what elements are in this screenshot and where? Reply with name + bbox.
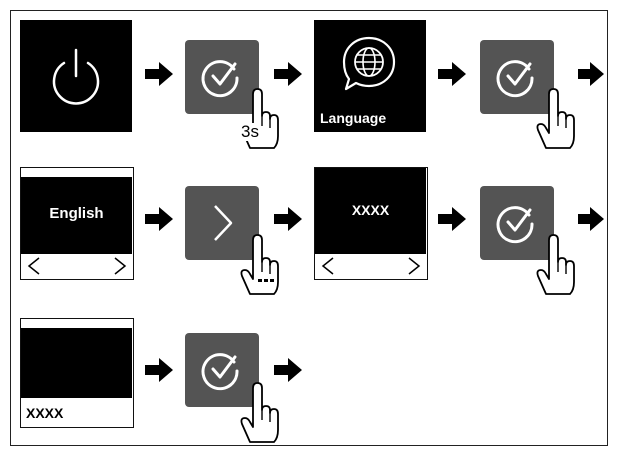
check-icon [201,353,239,391]
language-value: English [49,205,104,222]
hold-duration-label: 3s [240,122,260,141]
arrow-right-icon [274,207,302,231]
confirm-button[interactable] [185,333,259,407]
check-icon [496,60,534,98]
hand-pointer-icon [536,88,575,149]
globe-icon [342,36,396,91]
result-value: XXXX [26,405,64,421]
arrow-right-icon [274,62,302,86]
check-icon [496,206,534,244]
result-display [21,328,132,398]
arrow-right-icon [145,62,173,86]
chevron-right-icon[interactable] [113,256,127,276]
arrow-right-icon [578,62,604,86]
arrow-right-icon [145,207,173,231]
option-select-display: XXXX [315,168,426,254]
option-select-screen: XXXX [314,167,428,280]
power-screen [20,20,132,132]
chevron-right-icon[interactable] [407,256,421,276]
arrow-right-icon [578,207,604,231]
hand-pointer-icon [536,234,575,295]
confirm-button[interactable] [185,40,259,114]
language-select-screen: English [20,167,134,280]
confirm-button[interactable] [480,186,554,260]
hand-pointer-icon [240,234,279,295]
power-icon [52,48,100,105]
hand-pointer-icon [240,382,279,443]
hand-pointer-icon [240,88,279,149]
arrow-right-icon [438,207,466,231]
chevron-right-icon [214,205,233,241]
language-select-display: English [21,177,132,254]
result-screen: XXXX [20,318,134,428]
chevron-left-icon[interactable] [27,256,41,276]
next-button[interactable] [185,186,259,260]
language-label: Language [320,110,387,126]
arrow-right-icon [438,62,466,86]
arrow-right-icon [274,358,302,382]
check-icon [201,60,239,98]
arrow-right-icon [145,358,173,382]
language-screen: Language [314,20,426,132]
chevron-left-icon[interactable] [321,256,335,276]
option-value: XXXX [351,202,390,218]
confirm-button[interactable] [480,40,554,114]
